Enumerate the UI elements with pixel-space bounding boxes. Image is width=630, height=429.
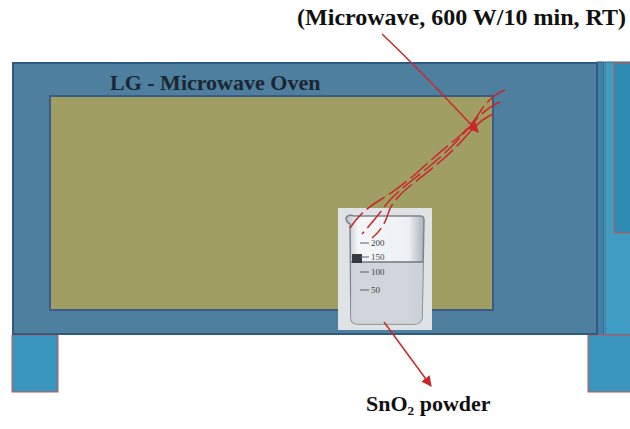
microwave-wave xyxy=(372,114,493,238)
beaker-glass xyxy=(346,215,424,324)
node-label: LG - Microwave Oven xyxy=(110,70,320,96)
graduation-tick xyxy=(360,290,369,291)
graduation-tick xyxy=(360,243,369,244)
control-pad xyxy=(614,63,630,233)
graduation-tick xyxy=(360,272,369,273)
beaker-mark xyxy=(352,254,362,263)
sample-label: SnO₂ powder xyxy=(366,391,491,416)
leader-arrow xyxy=(382,34,478,132)
microwave-wave xyxy=(350,90,505,228)
graduation-number: 50 xyxy=(371,284,380,296)
oven-foot xyxy=(588,335,630,392)
graduation-number: 200 xyxy=(371,237,385,249)
oven-foot xyxy=(12,335,58,392)
control-panel xyxy=(605,62,630,335)
beaker-photo xyxy=(338,208,432,330)
title-text: (Microwave, 600 W/10 min, RT) xyxy=(297,3,626,31)
door-divider xyxy=(597,62,604,345)
graduation-tick xyxy=(360,257,369,258)
graduation-number: 150 xyxy=(371,251,385,263)
microwave-wave xyxy=(362,102,500,234)
beaker-liquid xyxy=(351,262,423,324)
graduation-number: 100 xyxy=(371,266,385,278)
leader-arrow xyxy=(384,322,431,386)
